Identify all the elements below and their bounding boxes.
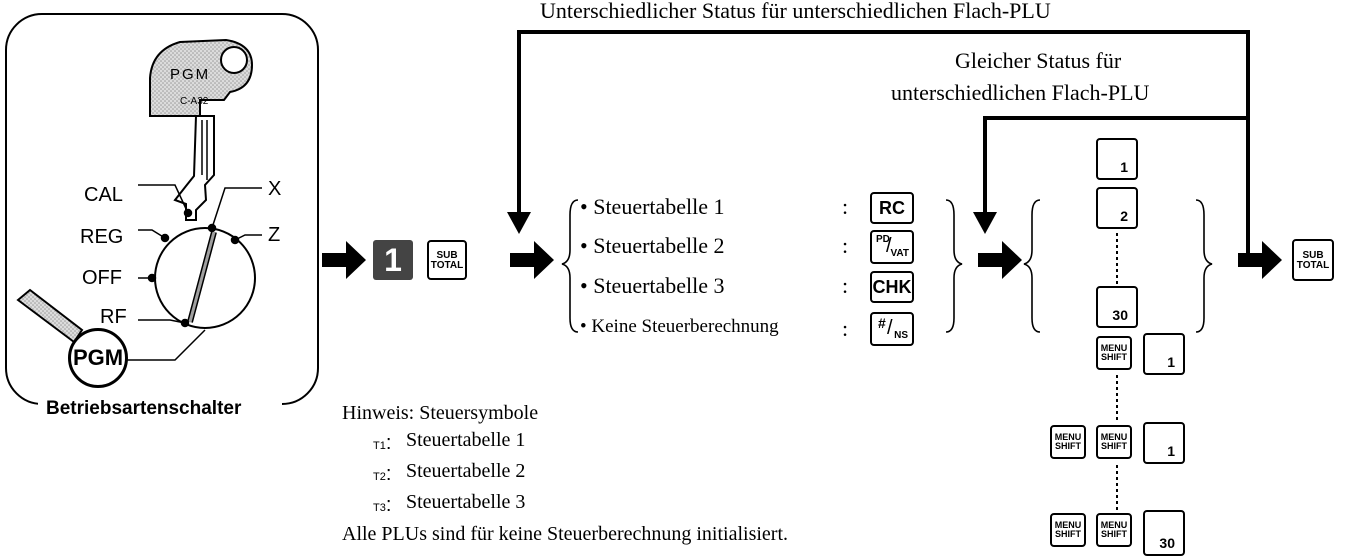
tax-symbol-text-3: Steuertabelle 3 bbox=[406, 491, 526, 513]
colon: : bbox=[842, 316, 849, 341]
note-heading: Hinweis: Steuersymbole bbox=[342, 402, 539, 424]
loop-lines bbox=[517, 30, 1250, 260]
pgm-badge: PGM bbox=[68, 328, 128, 388]
plu-key-1-double-shift[interactable]: 1 bbox=[1143, 422, 1185, 464]
key-model-label: C-A32 bbox=[180, 96, 209, 107]
position-x: X bbox=[268, 178, 282, 200]
pgm-badge-label: PGM bbox=[72, 345, 124, 370]
chk-key[interactable]: CHK bbox=[870, 271, 914, 303]
position-z: Z bbox=[268, 224, 281, 246]
tax-symbol-3: T3: bbox=[373, 494, 392, 516]
braces bbox=[561, 199, 1213, 333]
colon: : bbox=[842, 194, 849, 219]
right-label-line2: unterschiedlichen Flach-PLU bbox=[891, 80, 1150, 105]
right-label-line1: Gleicher Status für bbox=[955, 48, 1122, 73]
note-footer: Alle PLUs sind für keine Steuerberechnun… bbox=[342, 523, 789, 545]
tax-symbol-2: T2: bbox=[373, 463, 392, 485]
key-pgm-label: PGM bbox=[170, 66, 211, 83]
position-cal: CAL bbox=[84, 184, 123, 206]
flow-arrows bbox=[322, 241, 1282, 279]
tax-option-3: • Steuertabelle 3 bbox=[580, 273, 725, 298]
tax-option-none: • Keine Steuerberechnung bbox=[580, 316, 779, 337]
tax-symbol-text-2: Steuertabelle 2 bbox=[406, 460, 526, 482]
key-icon bbox=[149, 38, 254, 221]
tax-symbol-text-1: Steuertabelle 1 bbox=[406, 429, 526, 451]
plu-key-2[interactable]: 2 bbox=[1096, 187, 1138, 229]
top-label: Unterschiedlicher Status für unterschied… bbox=[540, 0, 1051, 23]
colon: : bbox=[842, 233, 849, 258]
tax-option-2: • Steuertabelle 2 bbox=[580, 233, 725, 258]
plu-key-30-double-shift[interactable]: 30 bbox=[1143, 510, 1185, 556]
position-rf: RF bbox=[100, 306, 127, 328]
position-reg: REG bbox=[80, 226, 124, 248]
plu-key-1-shift[interactable]: 1 bbox=[1143, 333, 1185, 375]
tax-symbol-1: T1: bbox=[373, 432, 392, 454]
colon: : bbox=[842, 273, 849, 298]
plu-key-30[interactable]: 30 bbox=[1096, 286, 1138, 328]
rc-key[interactable]: RC bbox=[870, 192, 914, 224]
numeric-key-1[interactable]: 1 bbox=[373, 240, 413, 280]
pd-vat-key[interactable]: PD / VAT bbox=[870, 230, 914, 264]
hash-ns-key[interactable]: # / NS bbox=[870, 312, 914, 346]
mode-dial bbox=[154, 227, 256, 329]
pointer-icon bbox=[16, 288, 84, 344]
mode-switch-caption: Betriebsartenschalter bbox=[46, 398, 242, 419]
plu-key-1[interactable]: 1 bbox=[1096, 138, 1138, 180]
dial-position-markers bbox=[138, 184, 262, 328]
tax-option-1: • Steuertabelle 1 bbox=[580, 194, 725, 219]
position-off: OFF bbox=[82, 267, 122, 289]
